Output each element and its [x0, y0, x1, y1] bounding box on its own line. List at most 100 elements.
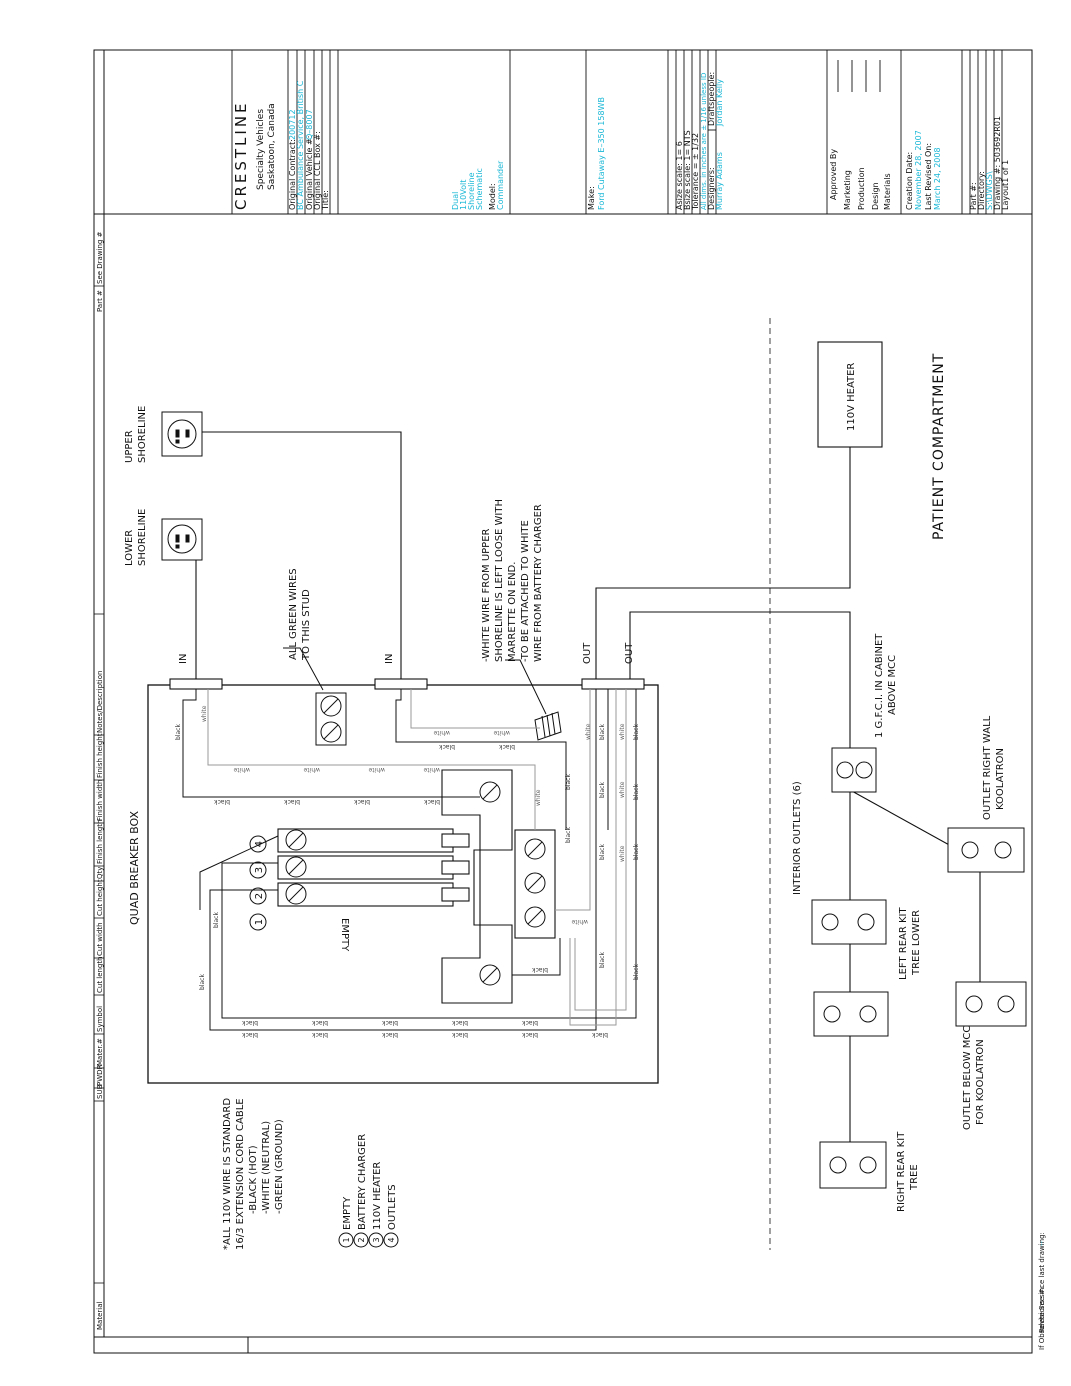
bom-header-labels: Material SUB PWDR Mater.# Symbol Cut len…	[96, 231, 104, 1330]
white-wire-note-line-2: SHORELINE IS LEFT LOOSE WITH	[494, 499, 505, 662]
wire-label-black: black	[633, 964, 640, 980]
title-block-text: CRESTLINE Specialty Vehicles Saskatoon, …	[232, 72, 1010, 211]
white-wire-note: -WHITE WIRE FROM UPPER SHORELINE IS LEFT…	[481, 499, 544, 662]
bom-col-cut-width: Cut width	[96, 922, 104, 956]
outlet-right-wall	[947, 827, 1025, 873]
white-wire-note-line-3: MARRETTE ON END.	[507, 562, 518, 662]
last-revised-value: March 24, 2008	[933, 147, 942, 210]
breaker-screws	[285, 781, 546, 986]
directory-label: Directory:	[977, 171, 986, 210]
green-wire-note: ALL GREEN WIRES TO THIS STUD	[288, 568, 312, 661]
wire-label-white: white	[201, 705, 208, 722]
wire-label-white: white	[619, 845, 626, 862]
bom-col-finish-width: Finish width	[96, 780, 104, 821]
heater-label: 110V HEATER	[846, 363, 857, 431]
wire-label-black: black	[452, 1031, 468, 1038]
wire-label-black: black	[599, 724, 606, 740]
bom-col-part: Part #	[96, 290, 104, 312]
layout-label: Layout1 of 1	[1001, 160, 1010, 210]
wire-labels: black white black black black black whit…	[175, 705, 640, 1038]
wire-label-white: white	[535, 789, 542, 806]
wire-label-black: black	[214, 798, 230, 805]
outlet-right-rear-kit	[819, 1141, 887, 1189]
wire-label-white: white	[585, 723, 592, 740]
lower-shoreline-label-2: SHORELINE	[137, 509, 148, 566]
white-wire-note-line-1: -WHITE WIRE FROM UPPER	[481, 528, 492, 662]
legend-number-3: 3	[372, 1237, 381, 1242]
outlet-left-rear-kit	[811, 899, 887, 945]
breaker-legend: 1 2 3 4 EMPTY BATTERY CHARGER 110V HEATE…	[338, 1134, 399, 1248]
breaker-numbers: 1 2 3 4	[254, 841, 265, 925]
wire-label-black: black	[599, 782, 606, 798]
wire-label-black: black	[242, 1019, 258, 1026]
drawing-number: Drawing #: 503692R01	[993, 116, 1002, 210]
outlet-below-mcc	[955, 981, 1027, 1027]
bsize-scale: Bsize scale: 1= NTS	[683, 130, 692, 210]
model-label: Model:	[488, 183, 497, 210]
original-ccl-box-label: Original CCL Box #:	[313, 131, 322, 210]
tolerance: Tolerance = ± 1/32	[691, 133, 700, 211]
bom-col-qty: Qty	[96, 867, 104, 879]
wire-label-black: black	[382, 1031, 398, 1038]
port-upper-in	[374, 678, 428, 690]
standard-wire-note: *ALL 110V WIRE IS STANDARD 16/3 EXTENSIO…	[222, 1098, 285, 1250]
white-wire-note-line-4: -TO BE ATTACHED TO WHITE	[520, 520, 531, 662]
original-vehicle-value: Q–8007	[305, 109, 314, 140]
left-rear-kit-label-2: TREE LOWER	[911, 910, 922, 976]
legend-label-2: BATTERY CHARGER	[357, 1134, 368, 1230]
wire-label-black: black	[284, 798, 300, 805]
breaker-number-circles	[249, 835, 267, 931]
last-revised-label: Last Revised On:	[924, 143, 933, 210]
standard-note-line-4: -WHITE (NEUTRAL)	[261, 1121, 272, 1214]
title-line-1: Dual	[451, 192, 460, 210]
out-label-2: OUT	[624, 642, 635, 664]
title-block-lines	[94, 50, 1032, 215]
wire-label-black: black	[439, 743, 455, 750]
title-line-3: Shoreline	[467, 172, 476, 210]
wire-label-black: black	[452, 1019, 468, 1026]
legend-label-4: OUTLETS	[387, 1184, 398, 1230]
standard-note-line-3: -BLACK (HOT)	[248, 1145, 259, 1214]
wire-label-black: black	[424, 798, 440, 805]
outlet-gfci	[831, 747, 877, 793]
bom-col-mater: Mater.#	[96, 1038, 104, 1066]
outlet-labels: 1 G.F.C.I. IN CABINET ABOVE MCC OUTLET R…	[792, 633, 1006, 1212]
marrette-connector	[534, 711, 562, 741]
wire-label-black: black	[633, 844, 640, 860]
wire-label-black: black	[312, 1019, 328, 1026]
outlet-right-wall-label-2: KOOLATRON	[995, 748, 1006, 810]
legend-circle-3	[368, 1232, 384, 1248]
lower-shoreline-receptacle	[161, 518, 203, 561]
designers-label: Designers:	[707, 167, 716, 210]
company-division: Specialty Vehicles	[256, 109, 266, 190]
gfci-label-1: 1 G.F.C.I. IN CABINET	[874, 633, 885, 738]
part-label: Part #:	[969, 182, 978, 210]
lower-shoreline-label-1: LOWER	[124, 530, 135, 566]
wire-label-black: black	[599, 952, 606, 968]
wire-label-black: black	[565, 774, 572, 790]
wire-label-black: black	[532, 966, 548, 973]
breaker-bus	[277, 769, 556, 1004]
customer-value: BC Ambulance Service, British C	[296, 80, 305, 210]
wire-label-black: black	[522, 1031, 538, 1038]
bom-col-cut-height: Cut height	[96, 879, 104, 916]
revisions-label: Revisions since last drawing:	[1038, 1232, 1046, 1333]
wire-label-white: white	[233, 766, 250, 773]
revisions-value: --	[1038, 1240, 1046, 1246]
wire-label-white: white	[423, 766, 440, 773]
breaker-box-label: QUAD BREAKER BOX	[128, 811, 141, 925]
in-label-upper: IN	[384, 654, 395, 664]
obsolete-label: If Obsolete See #:	[1038, 1286, 1046, 1350]
directory-value: S:\DWGS\	[985, 171, 994, 210]
draftspeople-value: Jordan Kelly	[715, 79, 724, 127]
green-wire-leader	[283, 647, 324, 691]
bom-col-cut-length: Cut length	[96, 956, 104, 993]
white-wire-note-line-5: WIRE FROM BATTERY CHARGER	[533, 504, 544, 662]
bom-col-pwdr: PWDR	[96, 1064, 104, 1086]
wire-label-white: white	[303, 766, 320, 773]
right-rear-kit-label-1: RIGHT REAR KIT	[896, 1131, 907, 1212]
breaker-number-3: 3	[254, 867, 265, 873]
drawing-frame	[93, 49, 1033, 1354]
wire-label-white: white	[368, 766, 385, 773]
legend-circle-4	[383, 1232, 399, 1248]
